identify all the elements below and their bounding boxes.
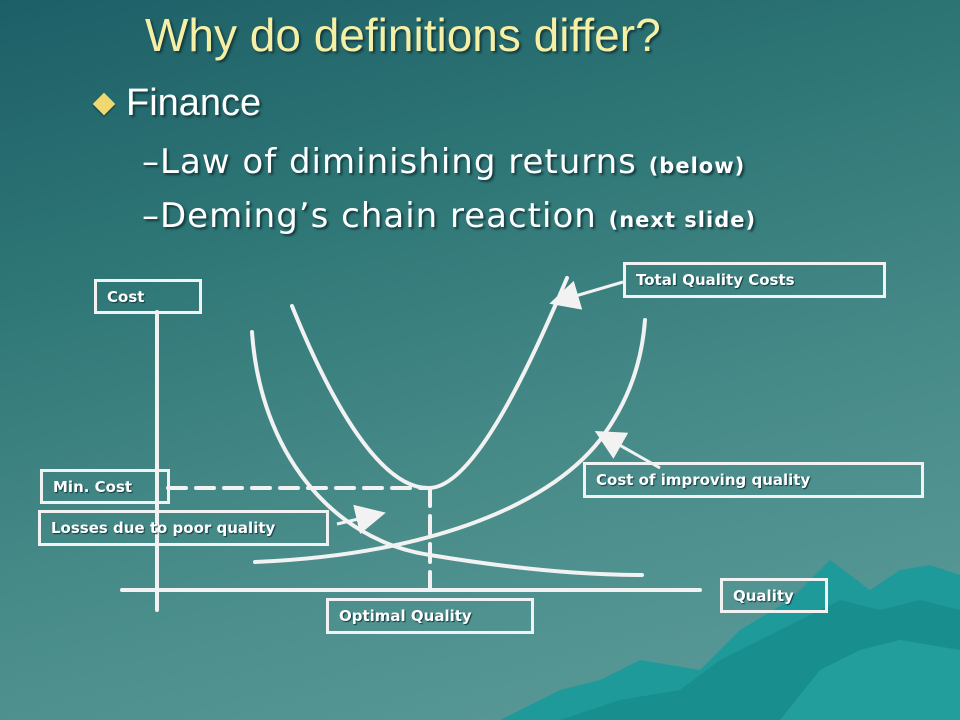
arrow-total-quality-costs — [549, 280, 624, 310]
sub-item-diminishing-returns: –Law of diminishing returns (below) — [142, 142, 745, 182]
improving-cost-curve — [253, 318, 647, 564]
label-quality: Quality — [720, 578, 828, 613]
slide-title: Why do definitions differ? — [145, 9, 661, 61]
label-optimal-quality: Optimal Quality — [326, 598, 534, 634]
sub-item-note: (next slide) — [608, 208, 757, 232]
total-cost-curve — [290, 276, 569, 491]
losses-curve — [250, 330, 644, 577]
sub-item-text: Law of diminishing returns — [160, 142, 649, 182]
bullet-finance: Finance — [90, 82, 261, 125]
sub-item-deming-chain: –Deming’s chain reaction (next slide) — [142, 196, 756, 236]
dash-icon: – — [142, 196, 160, 236]
sub-item-text: Deming’s chain reaction — [160, 196, 609, 236]
label-min-cost: Min. Cost — [40, 469, 170, 504]
label-cost-of-improving-quality: Cost of improving quality — [583, 462, 924, 498]
sub-item-note: (below) — [648, 154, 746, 178]
dash-icon: – — [142, 142, 160, 182]
bullet-label: Finance — [126, 82, 262, 124]
label-losses-poor-quality: Losses due to poor quality — [38, 510, 329, 546]
label-total-quality-costs: Total Quality Costs — [623, 262, 886, 298]
label-cost: Cost — [94, 279, 202, 314]
arrow-losses — [336, 504, 386, 535]
